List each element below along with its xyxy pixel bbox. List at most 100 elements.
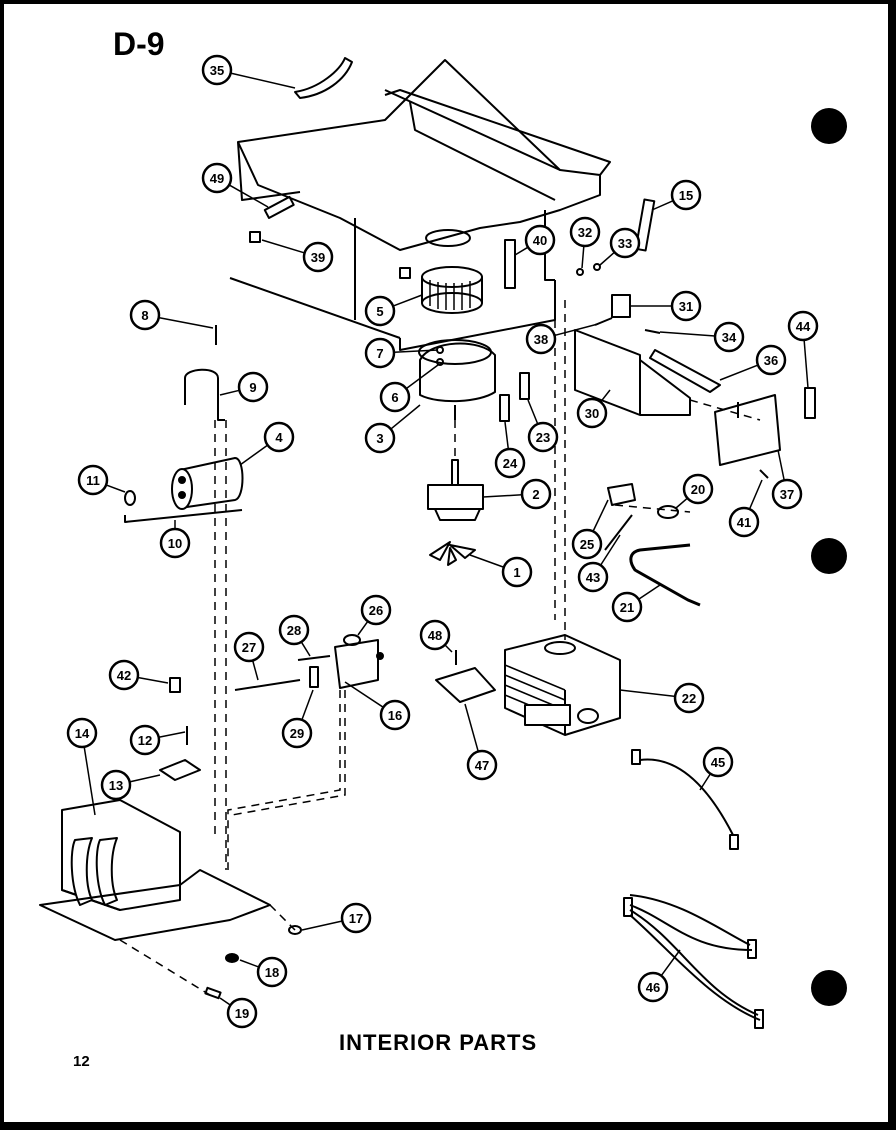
wire-harness-part-46 <box>623 894 764 1029</box>
callout-bubble-3 <box>364 422 396 454</box>
callout-bubble-6 <box>379 381 411 413</box>
callout-number-33: 33 <box>618 236 632 251</box>
callout-bubble-4 <box>263 421 295 453</box>
callout-bubble-31 <box>670 290 702 322</box>
callout-bubble-27 <box>233 631 265 663</box>
callout-leader-21 <box>638 584 661 600</box>
rail-part-36 <box>649 349 721 393</box>
callout-number-34: 34 <box>722 330 737 345</box>
switch-part-24 <box>499 394 510 422</box>
nut-part-17 <box>288 925 302 935</box>
callout-bubble-18 <box>256 956 288 988</box>
callout-bubble-26 <box>360 594 392 626</box>
callout-leader-30 <box>600 389 611 403</box>
callout-leader-25 <box>592 499 609 532</box>
callout-bubble-14 <box>66 717 98 749</box>
guide-line-7 <box>227 690 341 870</box>
callout-leader-8 <box>158 316 214 329</box>
callout-number-15: 15 <box>679 188 693 203</box>
callout-number-24: 24 <box>503 456 518 471</box>
screw-part-34 <box>644 329 661 334</box>
guide-line-10 <box>269 904 296 931</box>
callout-number-23: 23 <box>536 430 550 445</box>
bracket-part-13 <box>159 759 201 781</box>
callout-bubble-40 <box>524 224 556 256</box>
callout-bubble-9 <box>237 371 269 403</box>
callout-leader-12 <box>158 731 186 738</box>
callout-leader-1 <box>469 554 505 568</box>
binder-hole-bottom <box>811 970 847 1006</box>
rod-part-43 <box>604 514 633 551</box>
callout-number-49: 49 <box>210 171 224 186</box>
callout-bubble-1 <box>501 556 533 588</box>
callout-bubble-28 <box>278 614 310 646</box>
callout-number-38: 38 <box>534 332 548 347</box>
callout-leader-33 <box>599 251 615 266</box>
callout-number-36: 36 <box>764 353 778 368</box>
callout-leader-24 <box>504 421 510 450</box>
capacitor-part-4 <box>171 457 244 510</box>
switch-part-23 <box>519 372 530 400</box>
diagram-title: INTERIOR PARTS <box>339 1030 538 1055</box>
callout-bubble-8 <box>129 299 161 331</box>
callout-layer: 3549394032331531344458763941110212324383… <box>66 54 819 1029</box>
callout-number-45: 45 <box>711 755 725 770</box>
clip-part-39a <box>249 231 261 243</box>
callout-bubble-19 <box>226 997 258 1029</box>
frame-left <box>0 0 4 1130</box>
callout-leader-27 <box>251 660 259 681</box>
screw-part-33 <box>593 263 601 271</box>
callout-bubble-42 <box>108 659 140 691</box>
callout-leader-20 <box>675 497 688 509</box>
plate-part-30 <box>574 329 691 416</box>
callout-number-39: 39 <box>311 250 325 265</box>
callout-bubble-34 <box>713 321 745 353</box>
clamp-part-11 <box>124 490 136 506</box>
callout-bubble-45 <box>702 746 734 778</box>
callout-bubble-5 <box>364 295 396 327</box>
callout-leader-47 <box>464 703 479 752</box>
callout-leader-46 <box>660 949 681 977</box>
callout-leader-32 <box>581 245 585 269</box>
motor-housing-part-3 <box>418 339 496 420</box>
bracket-part-31 <box>611 294 631 318</box>
callout-number-25: 25 <box>580 537 594 552</box>
callout-leader-38 <box>554 323 599 337</box>
callout-bubble-10 <box>159 527 191 559</box>
screw-part-32 <box>576 268 584 276</box>
callout-bubble-37 <box>771 478 803 510</box>
callout-number-29: 29 <box>290 726 304 741</box>
blower-part-5 <box>421 266 483 314</box>
callout-number-35: 35 <box>210 63 224 78</box>
plate-part-25 <box>607 483 636 506</box>
callout-bubble-32 <box>569 216 601 248</box>
callout-leader-40 <box>514 246 529 256</box>
callout-bubble-12 <box>129 724 161 756</box>
callout-bubble-25 <box>571 528 603 560</box>
callout-number-47: 47 <box>475 758 489 773</box>
callout-leader-48 <box>444 644 453 653</box>
callout-number-2: 2 <box>532 487 539 502</box>
callout-number-5: 5 <box>376 304 383 319</box>
callout-bubble-44 <box>787 310 819 342</box>
callout-bubble-30 <box>576 397 608 429</box>
callout-leader-13 <box>129 774 161 783</box>
frame-bottom <box>0 1122 896 1130</box>
frame-top <box>0 0 896 4</box>
callout-number-3: 3 <box>376 431 383 446</box>
callout-bubble-15 <box>670 179 702 211</box>
guide-line-11 <box>614 504 691 513</box>
binder-hole-top <box>811 108 847 144</box>
callout-leader-37 <box>777 449 785 481</box>
callout-number-40: 40 <box>533 233 547 248</box>
callout-leader-45 <box>699 773 712 791</box>
washer-part-6 <box>436 358 444 366</box>
callout-number-11: 11 <box>86 473 100 488</box>
page-number: 12 <box>73 1053 90 1070</box>
bracket-part-49 <box>263 195 295 219</box>
bracket-part-10 <box>124 509 243 523</box>
callout-bubble-23 <box>527 421 559 453</box>
strip-part-40 <box>504 239 516 289</box>
callout-number-12: 12 <box>138 733 152 748</box>
callout-number-1: 1 <box>513 565 520 580</box>
